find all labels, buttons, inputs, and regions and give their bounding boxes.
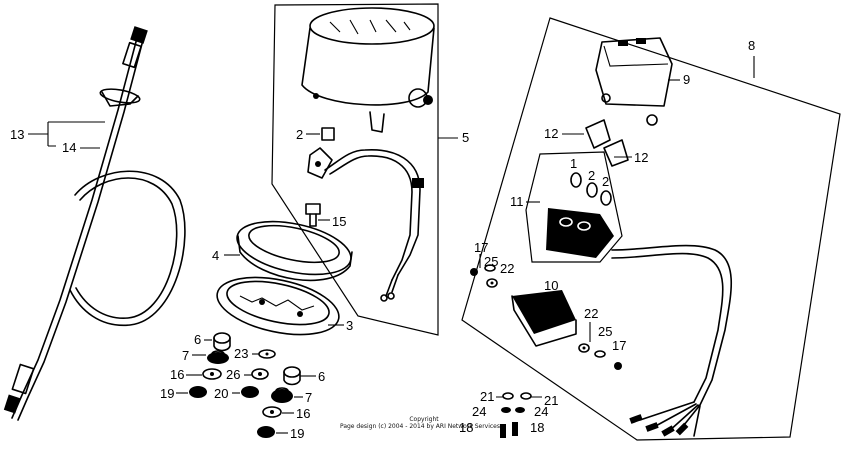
label-6-right: 6 xyxy=(318,369,325,384)
label-21-right: 21 xyxy=(544,393,558,408)
speedometer-cable xyxy=(3,26,186,421)
copyright-line-2: Page design (c) 2004 - 2014 by ARI Netwo… xyxy=(340,423,500,430)
label-14: 14 xyxy=(62,140,76,155)
label-12-left: 12 xyxy=(544,126,558,141)
copyright-line-1: Copyright xyxy=(409,416,439,423)
grommet-6-right: 6 xyxy=(283,366,325,386)
label-22-right: 22 xyxy=(584,306,598,321)
grommet-6-left: 6 xyxy=(194,332,231,352)
label-18-right: 18 xyxy=(530,420,544,435)
lens-12: 12 12 xyxy=(544,119,648,167)
hardware-25-left: 25 xyxy=(484,254,498,272)
indicator-harness xyxy=(611,244,733,437)
label-18-left: 18 xyxy=(459,420,473,435)
socket-block xyxy=(546,208,614,258)
indicator-box: 8 xyxy=(461,17,841,441)
label-17-right: 17 xyxy=(612,338,626,353)
meter-case-3: 3 xyxy=(216,276,353,336)
hardware-17-right: 17 xyxy=(612,338,626,370)
label-4: 4 xyxy=(212,248,219,263)
label-20: 20 xyxy=(214,386,228,401)
hardware-22-left: 22 xyxy=(486,261,514,288)
bulbs: 1 2 2 xyxy=(570,156,612,206)
label-6-left: 6 xyxy=(194,332,201,347)
washer-16-left: 16 xyxy=(170,367,222,382)
label-15: 15 xyxy=(332,214,346,229)
label-26: 26 xyxy=(226,367,240,382)
label-9: 9 xyxy=(683,72,690,87)
label-25-right: 25 xyxy=(598,324,612,339)
label-10: 10 xyxy=(544,278,558,293)
bulb-2-left: 2 xyxy=(296,127,335,142)
nut-7-left: 7 xyxy=(182,348,229,364)
label-24-left: 24 xyxy=(472,404,486,419)
label-19-left: 19 xyxy=(160,386,174,401)
hardware-24: 24 24 xyxy=(472,404,548,419)
washer-16-right: 16 xyxy=(262,406,310,421)
meter-harness xyxy=(307,147,424,302)
label-8: 8 xyxy=(748,38,755,53)
label-16-left: 16 xyxy=(170,367,184,382)
label-3: 3 xyxy=(346,318,353,333)
nut-19-right: 19 xyxy=(257,426,304,441)
callout-13: 13 xyxy=(10,121,105,147)
washer-26: 26 xyxy=(226,367,269,382)
label-2-mid: 2 xyxy=(588,168,595,183)
label-1: 1 xyxy=(570,156,577,171)
hardware-21: 21 21 xyxy=(480,389,558,408)
meter-box: 5 xyxy=(271,3,469,336)
label-7-left: 7 xyxy=(182,348,189,363)
washer-23: 23 xyxy=(234,346,276,361)
hardware-22-right: 22 xyxy=(578,306,598,353)
callout-14: 14 xyxy=(62,140,100,155)
label-21-left: 21 xyxy=(480,389,494,404)
speedometer-case xyxy=(301,7,435,133)
label-22-left: 22 xyxy=(500,261,514,276)
label-16-right: 16 xyxy=(296,406,310,421)
nut-20: 20 xyxy=(214,386,259,401)
hardware-18: 18 18 xyxy=(459,420,544,438)
label-13: 13 xyxy=(10,127,24,142)
label-2-left: 2 xyxy=(296,127,303,142)
indicator-cover-9: 9 xyxy=(595,37,690,126)
label-23: 23 xyxy=(234,346,248,361)
hardware-25-right: 25 xyxy=(594,324,612,358)
label-17-left: 17 xyxy=(474,240,488,255)
fuse-holder-10: 10 xyxy=(511,278,577,347)
nut-19-left: 19 xyxy=(160,386,207,401)
label-24-right: 24 xyxy=(534,404,548,419)
label-7-right: 7 xyxy=(305,390,312,405)
label-11: 11 xyxy=(510,194,524,209)
meter-ring-4: 4 xyxy=(212,220,353,282)
label-12-right: 12 xyxy=(634,150,648,165)
label-5: 5 xyxy=(462,130,469,145)
nut-7-right: 7 xyxy=(271,387,312,405)
hardware-17-left: 17 xyxy=(470,240,488,276)
label-25-left: 25 xyxy=(484,254,498,269)
socket-frame-11: 11 xyxy=(510,151,623,263)
label-19-right: 19 xyxy=(290,426,304,441)
label-2-right: 2 xyxy=(602,174,609,189)
bolt-15: 15 xyxy=(305,203,346,229)
